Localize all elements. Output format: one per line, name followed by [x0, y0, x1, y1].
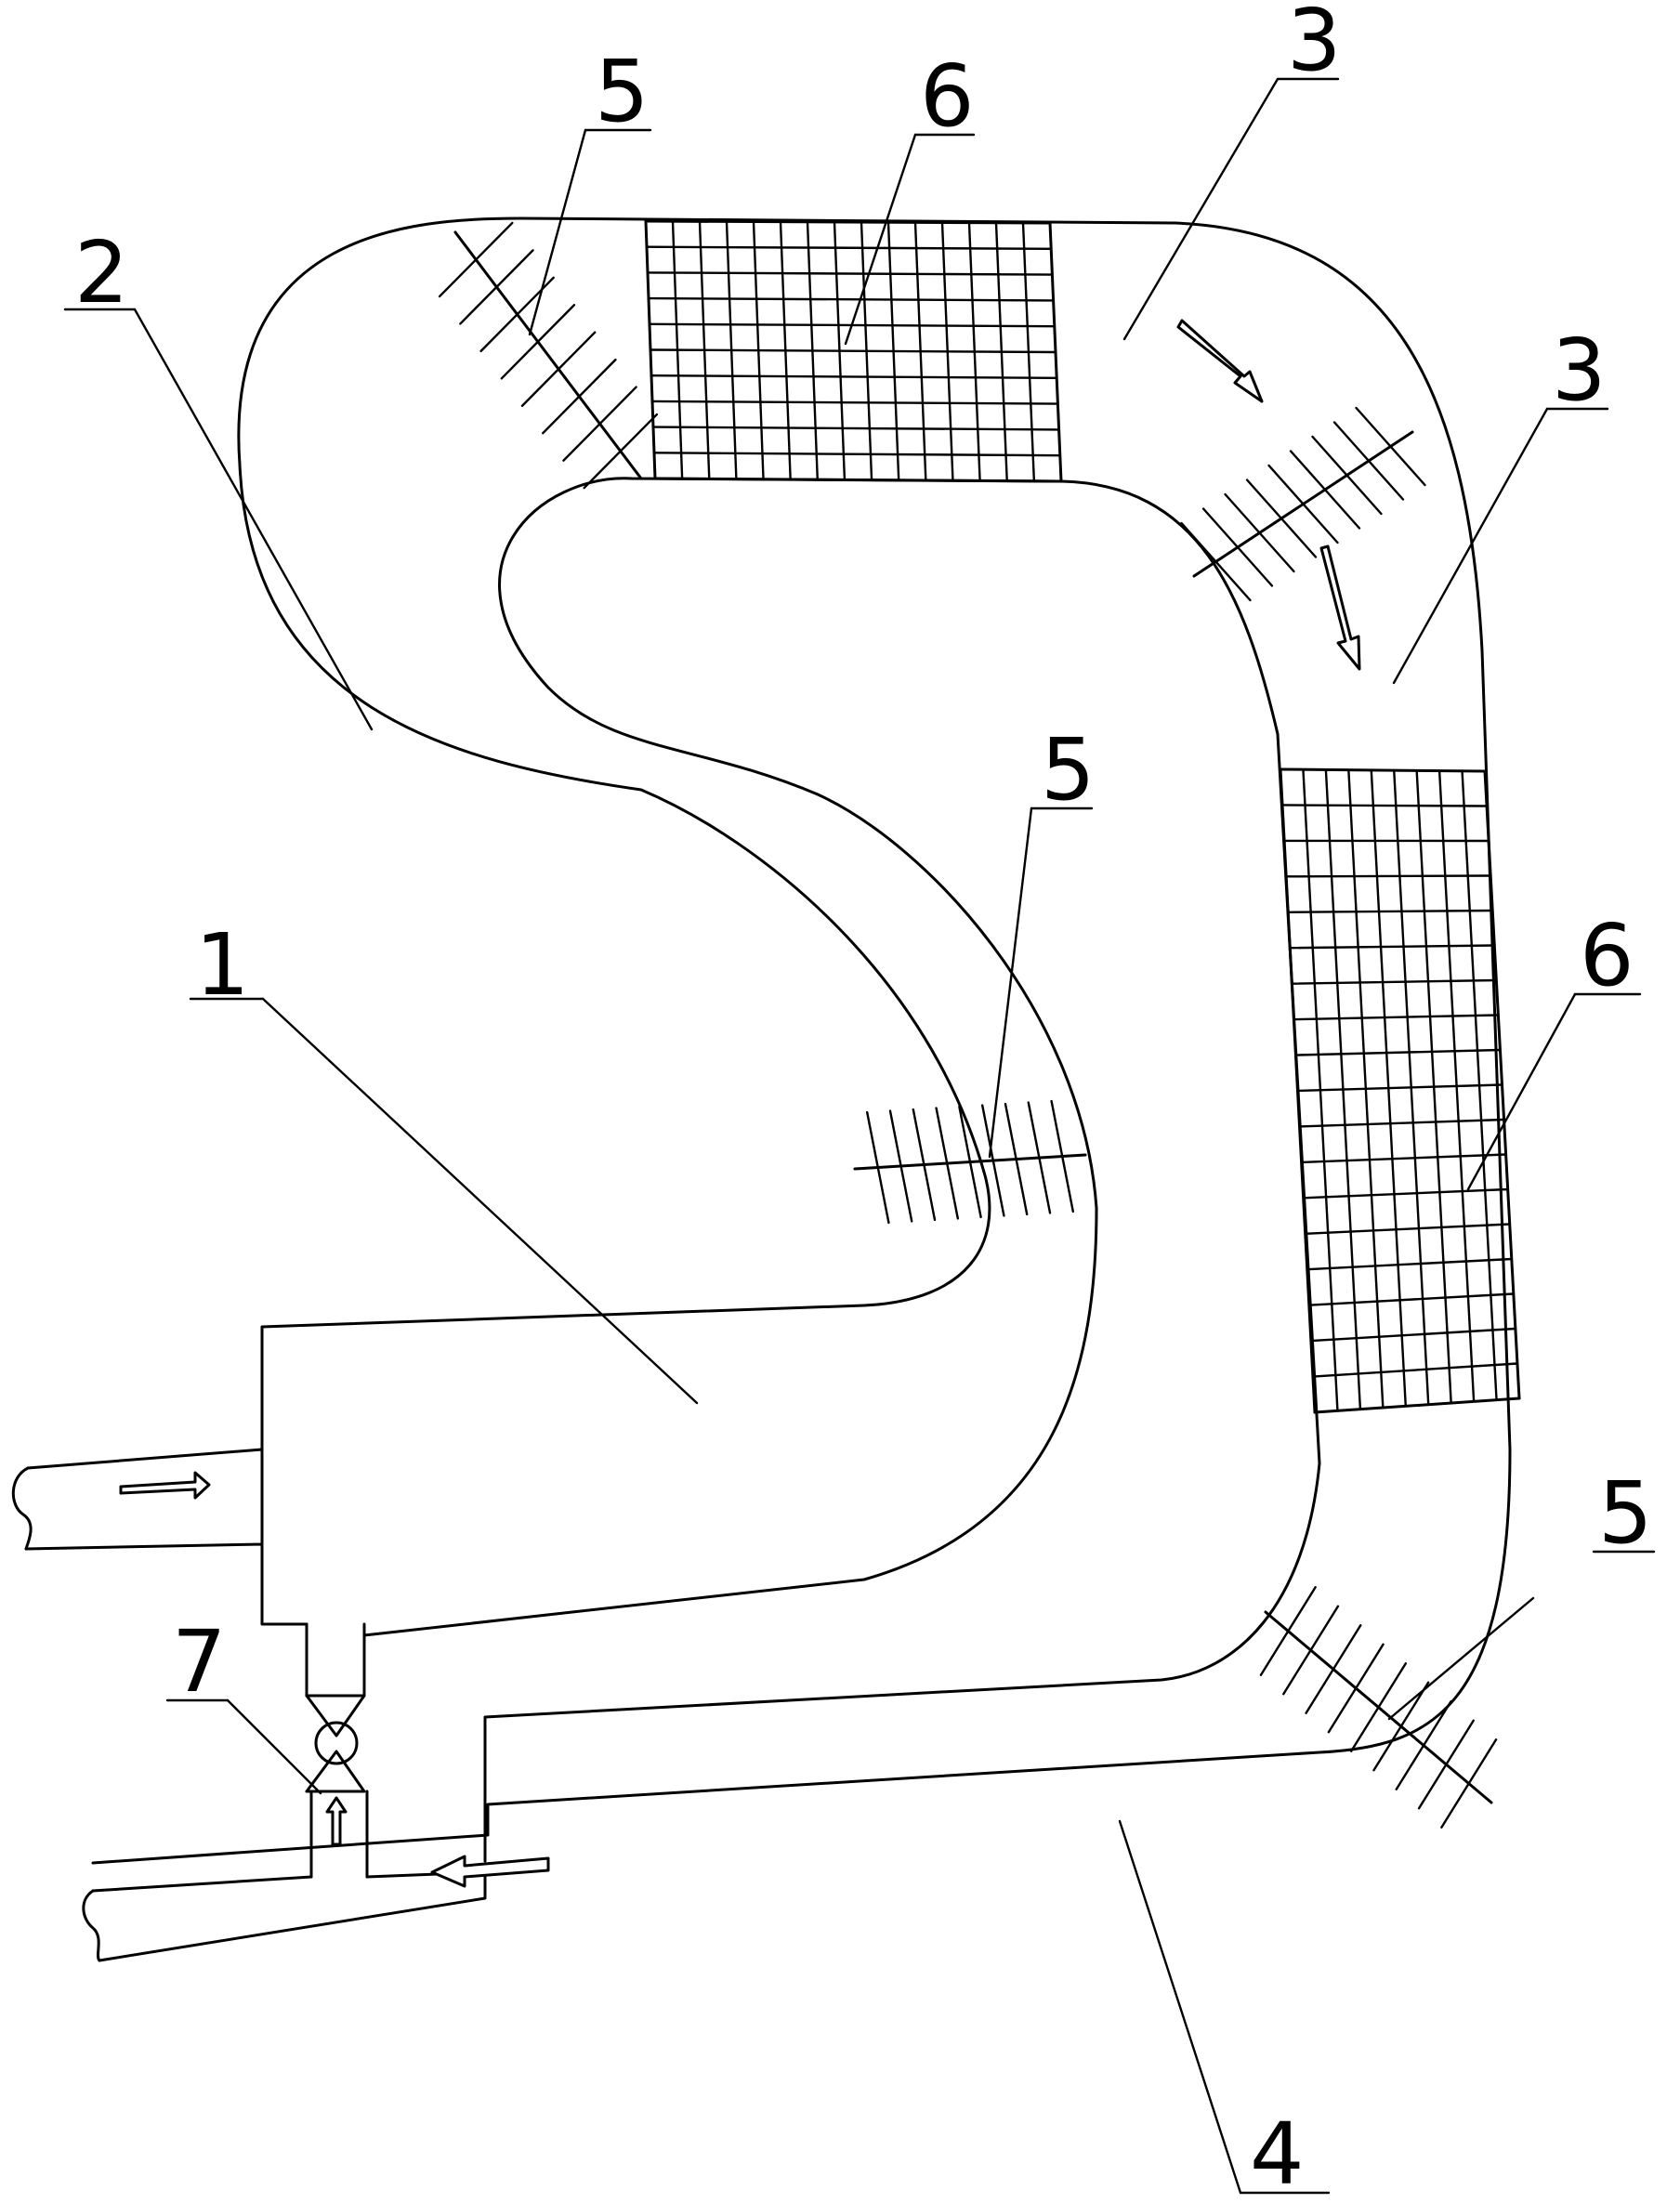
label-inlet-chamber: 1 — [195, 915, 250, 1015]
outlet-pipe — [91, 1803, 487, 1962]
flow-arrow-icon — [430, 1855, 550, 1888]
deflector-top-left — [438, 221, 659, 490]
deflector-upper-right — [1180, 406, 1426, 602]
label-upper-bend-a: 3 — [1287, 0, 1342, 90]
label-deflector-top-left: 5 — [595, 42, 650, 141]
outlet-pipe-break — [82, 1889, 101, 1962]
grid-top — [644, 219, 1063, 483]
label-upper-bend-b: 3 — [1552, 321, 1607, 420]
deflector-middle — [853, 1099, 1087, 1225]
flow-arrow-icon — [1319, 544, 1361, 671]
label-valve: 7 — [172, 1612, 227, 1711]
label-grid-right: 6 — [1580, 906, 1634, 1005]
label-deflector-bottom-right: 5 — [1598, 1463, 1653, 1563]
label-s-channel: 2 — [74, 223, 129, 322]
inlet-pipe — [24, 1448, 308, 1626]
label-deflector-middle: 5 — [1041, 720, 1096, 820]
deflector-bottom-right — [1259, 1586, 1498, 1829]
duct-outer-wall — [91, 216, 1512, 1865]
leader-lines — [63, 77, 1656, 2195]
flow-arrow-icon — [1176, 319, 1264, 403]
flow-arrow-icon — [119, 1471, 211, 1500]
label-outlet-chamber: 4 — [1250, 2105, 1305, 2203]
duct-inner-wall — [362, 477, 1321, 1863]
inlet-pipe-break — [11, 1466, 33, 1551]
label-grid-top: 6 — [920, 46, 975, 146]
grid-right — [1279, 767, 1521, 1414]
valve-icon — [305, 1622, 369, 1879]
flow-arrow-icon — [325, 1796, 348, 1846]
